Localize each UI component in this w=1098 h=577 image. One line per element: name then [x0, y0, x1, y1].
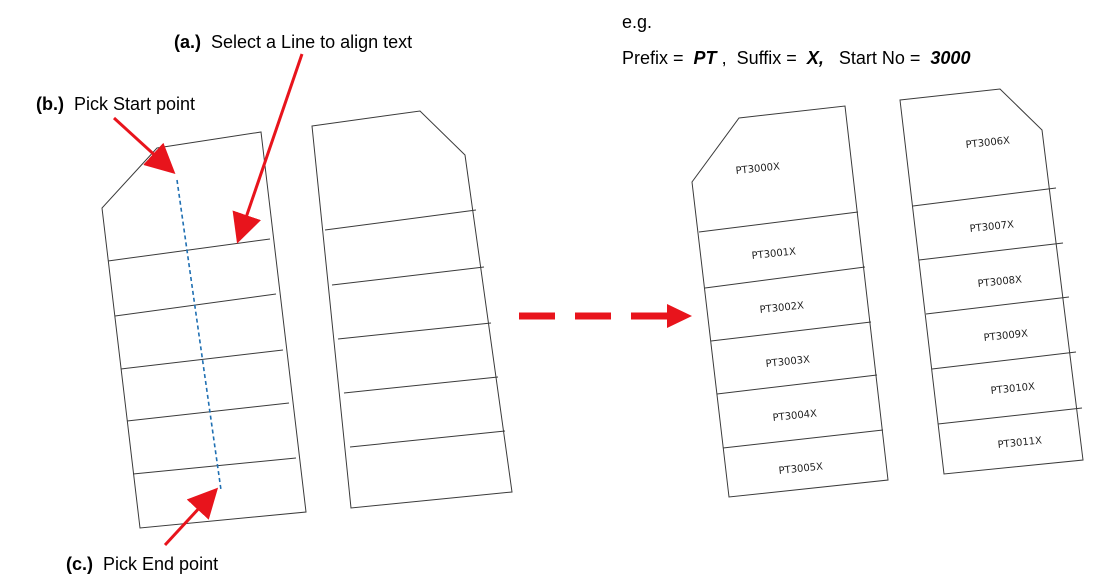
- after-block-1-divider: [722, 429, 884, 449]
- after-block-2-divider: [931, 351, 1077, 370]
- callout-b-text: Pick Start point: [74, 94, 195, 114]
- callout-b: (b.) Pick Start point: [36, 94, 195, 114]
- block-1-divider: [107, 238, 271, 262]
- lot-label: PT3011X: [997, 435, 1042, 451]
- after-block-1: PT3000X PT3001X PT3002X PT3003X PT3004X …: [691, 105, 889, 498]
- start-no-label: Start No =: [829, 48, 926, 68]
- after-block-2-divider: [925, 296, 1070, 315]
- prefix-value: PT: [694, 48, 719, 68]
- after-block-1-divider: [716, 374, 878, 395]
- suffix-value: X,: [806, 48, 824, 68]
- prefix-label: Prefix =: [622, 48, 689, 68]
- arrow-c-pointer: [163, 487, 219, 547]
- example-heading: e.g.: [622, 12, 652, 32]
- after-block-1-divider: [698, 211, 859, 233]
- after-block-2-divider: [918, 242, 1064, 261]
- block-1-outline: [101, 131, 307, 529]
- lot-label: PT3001X: [751, 246, 796, 262]
- lot-label: PT3006X: [965, 135, 1010, 151]
- block-1-divider: [132, 457, 297, 475]
- callout-b-tag: (b.): [36, 94, 64, 114]
- after-block-2: PT3006X PT3007X PT3008X PT3009X PT3010X …: [899, 88, 1084, 475]
- before-block-1: [101, 131, 307, 529]
- arrow-b-pointer: [112, 116, 176, 175]
- after-block-2-outline: [899, 88, 1084, 475]
- callout-a-tag: (a.): [174, 32, 201, 52]
- callout-a: (a.) Select a Line to align text: [174, 32, 412, 52]
- lot-label: PT3002X: [759, 300, 804, 316]
- block-2-divider: [324, 209, 477, 231]
- lot-label: PT3004X: [772, 408, 817, 424]
- pick-path-dashed-line: [176, 179, 222, 491]
- lot-label: PT3010X: [990, 381, 1035, 397]
- after-block-2-divider: [912, 187, 1057, 207]
- example-parameters: Prefix = PT , Suffix = X, Start No = 300…: [622, 48, 970, 68]
- lot-label: PT3000X: [735, 161, 780, 177]
- lot-label: PT3008X: [977, 274, 1022, 290]
- lot-label: PT3007X: [969, 219, 1014, 235]
- lot-label: PT3009X: [983, 328, 1028, 344]
- lot-label: PT3005X: [778, 461, 823, 477]
- start-no-value: 3000: [930, 48, 970, 68]
- block-2-outline: [311, 110, 513, 509]
- after-block-2-divider: [937, 407, 1083, 425]
- block-1-divider: [126, 402, 290, 422]
- block-2-divider: [337, 322, 492, 340]
- arrow-a-pointer: [232, 53, 304, 244]
- block-2-divider: [331, 266, 485, 286]
- block-1-divider: [120, 349, 284, 370]
- callout-c: (c.) Pick End point: [66, 554, 218, 574]
- callout-c-tag: (c.): [66, 554, 93, 574]
- lot-label: PT3003X: [765, 354, 810, 370]
- after-block-1-divider: [710, 321, 872, 342]
- callout-a-text: Select a Line to align text: [211, 32, 412, 52]
- callout-c-text: Pick End point: [103, 554, 218, 574]
- after-block-1-outline: [691, 105, 889, 498]
- block-2-divider: [343, 376, 499, 394]
- before-block-2: [311, 110, 513, 509]
- suffix-label: , Suffix =: [722, 48, 802, 68]
- after-block-1-divider: [704, 266, 866, 289]
- transition-arrow: [519, 304, 692, 328]
- block-2-divider: [349, 430, 506, 448]
